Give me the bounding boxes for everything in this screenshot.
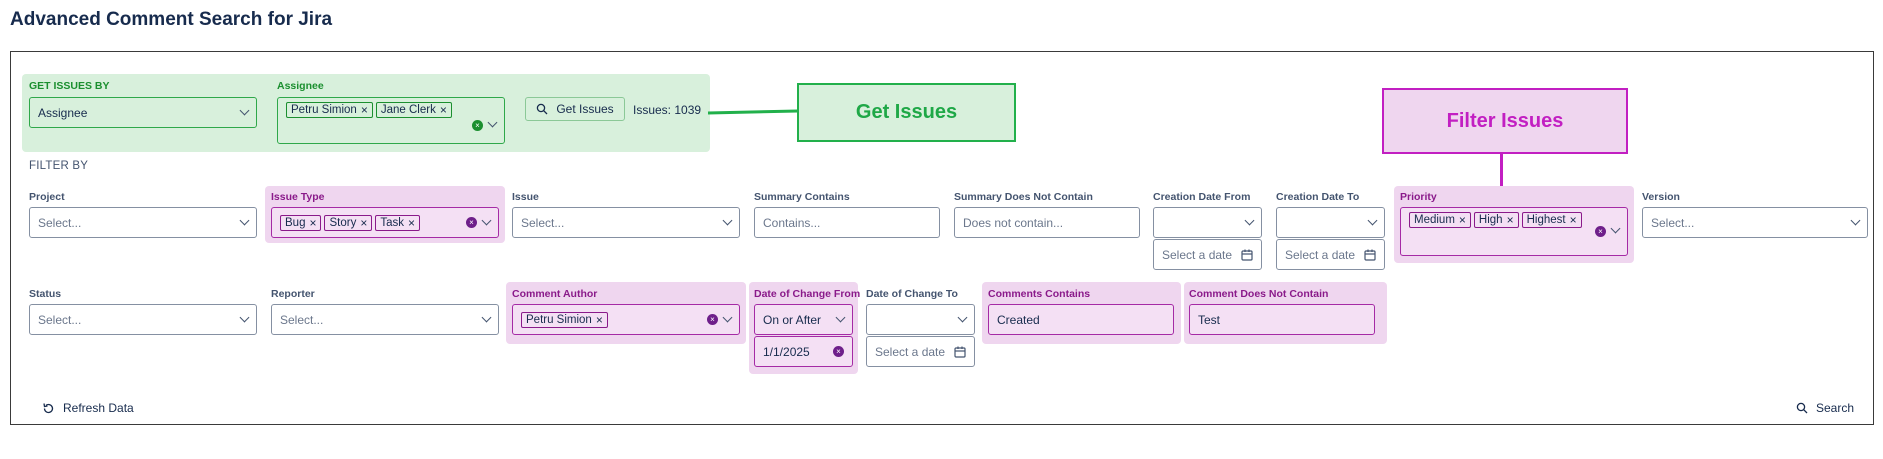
filter-issues-callout: Filter Issues xyxy=(1382,88,1628,154)
comment-not-contains-input[interactable]: Test xyxy=(1189,304,1375,335)
remove-icon[interactable]: × xyxy=(1458,213,1466,227)
reporter-select[interactable]: Select... xyxy=(271,304,499,335)
remove-icon[interactable]: × xyxy=(360,103,368,117)
reporter-label: Reporter xyxy=(271,288,315,300)
change-to-operator-select[interactable] xyxy=(866,304,975,335)
chevron-down-icon xyxy=(487,117,498,128)
calendar-icon[interactable] xyxy=(1241,249,1253,261)
assignee-chip[interactable]: Jane Clerk× xyxy=(375,102,452,118)
project-label: Project xyxy=(29,191,65,203)
get-issues-callout: Get Issues xyxy=(797,83,1016,142)
remove-icon[interactable]: × xyxy=(408,215,416,230)
search-panel xyxy=(10,51,1874,425)
chevron-down-icon xyxy=(1850,215,1861,226)
refresh-data-button[interactable]: Refresh Data xyxy=(42,401,134,415)
comment-author-chip[interactable]: Petru Simion× xyxy=(521,311,608,328)
comments-contains-input[interactable]: Created xyxy=(988,304,1174,335)
page-title: Advanced Comment Search for Jira xyxy=(10,9,333,30)
status-label: Status xyxy=(29,288,62,300)
priority-label: Priority xyxy=(1400,191,1437,203)
chevron-down-icon xyxy=(957,312,968,323)
chevron-down-icon xyxy=(481,215,492,226)
change-from-label: Date of Change From xyxy=(754,288,861,300)
creation-from-operator-select[interactable] xyxy=(1153,207,1262,238)
remove-icon[interactable]: × xyxy=(439,103,447,117)
summary-contains-input[interactable]: Contains... xyxy=(754,207,940,238)
issue-type-chip[interactable]: Bug× xyxy=(280,214,322,231)
clear-icon[interactable]: × xyxy=(472,120,483,131)
comment-author-multiselect[interactable]: Petru Simion× × xyxy=(512,304,740,335)
issue-type-label: Issue Type xyxy=(271,191,325,203)
clear-icon[interactable]: × xyxy=(466,217,477,228)
search-button[interactable]: Search xyxy=(1796,401,1854,415)
change-to-label: Date of Change To xyxy=(866,288,958,300)
chevron-down-icon xyxy=(1610,223,1621,234)
remove-icon[interactable]: × xyxy=(595,312,603,327)
get-issues-by-label: GET ISSUES BY xyxy=(29,80,110,92)
issue-type-multiselect[interactable]: Bug× Story× Task× × xyxy=(271,207,499,238)
callout-connector-green xyxy=(707,109,799,115)
callout-connector-pink xyxy=(1500,154,1503,186)
get-issues-button[interactable]: Get Issues xyxy=(525,97,625,121)
search-icon xyxy=(1796,402,1808,414)
priority-chip[interactable]: High× xyxy=(1473,212,1519,228)
summary-contains-label: Summary Contains xyxy=(754,191,850,203)
search-icon xyxy=(537,103,548,115)
status-select[interactable]: Select... xyxy=(29,304,257,335)
priority-chip[interactable]: Medium× xyxy=(1409,212,1471,228)
remove-icon[interactable]: × xyxy=(1569,213,1577,227)
chevron-down-icon xyxy=(722,215,733,226)
calendar-icon[interactable] xyxy=(954,346,966,358)
calendar-icon[interactable] xyxy=(1364,249,1376,261)
priority-chip[interactable]: Highest× xyxy=(1521,212,1582,228)
issue-type-chip[interactable]: Task× xyxy=(375,214,421,231)
comment-author-label: Comment Author xyxy=(512,288,598,300)
chevron-down-icon xyxy=(239,215,250,226)
summary-not-contains-label: Summary Does Not Contain xyxy=(954,191,1093,203)
chevron-down-icon xyxy=(835,312,846,323)
issue-label: Issue xyxy=(512,191,539,203)
issue-select[interactable]: Select... xyxy=(512,207,740,238)
assignee-multiselect[interactable]: Petru Simion× Jane Clerk× × xyxy=(277,97,505,144)
clear-icon[interactable]: × xyxy=(707,314,718,325)
chevron-down-icon xyxy=(239,312,250,323)
issue-count: Issues: 1039 xyxy=(633,103,702,117)
summary-not-contains-input[interactable]: Does not contain... xyxy=(954,207,1140,238)
version-label: Version xyxy=(1642,191,1680,203)
filter-by-label: FILTER BY xyxy=(29,160,89,172)
chevron-down-icon xyxy=(1244,215,1255,226)
clear-icon[interactable]: × xyxy=(833,346,844,357)
comments-contains-label: Comments Contains xyxy=(988,288,1091,300)
creation-from-date-input[interactable]: Select a date xyxy=(1153,239,1262,270)
assignee-chip[interactable]: Petru Simion× xyxy=(286,102,373,118)
remove-icon[interactable]: × xyxy=(360,215,368,230)
creation-to-label: Creation Date To xyxy=(1276,191,1360,203)
change-to-date-input[interactable]: Select a date xyxy=(866,336,975,367)
remove-icon[interactable]: × xyxy=(309,215,317,230)
creation-to-date-input[interactable]: Select a date xyxy=(1276,239,1385,270)
issue-type-chip[interactable]: Story× xyxy=(324,214,373,231)
chevron-down-icon xyxy=(481,312,492,323)
change-from-date-input[interactable]: 1/1/2025× xyxy=(754,336,853,367)
comment-not-contains-label: Comment Does Not Contain xyxy=(1189,288,1329,300)
assignee-label: Assignee xyxy=(277,80,324,92)
chevron-down-icon xyxy=(1367,215,1378,226)
chevron-down-icon xyxy=(239,105,250,116)
refresh-icon xyxy=(43,402,54,413)
creation-to-operator-select[interactable] xyxy=(1276,207,1385,238)
project-select[interactable]: Select... xyxy=(29,207,257,238)
change-from-operator-select[interactable]: On or After xyxy=(754,304,853,335)
version-select[interactable]: Select... xyxy=(1642,207,1868,238)
creation-from-label: Creation Date From xyxy=(1153,191,1251,203)
priority-multiselect[interactable]: Medium× High× Highest× × xyxy=(1400,207,1628,256)
get-issues-by-select[interactable]: Assignee xyxy=(29,97,257,128)
clear-icon[interactable]: × xyxy=(1595,226,1606,237)
chevron-down-icon xyxy=(722,312,733,323)
remove-icon[interactable]: × xyxy=(1506,213,1514,227)
